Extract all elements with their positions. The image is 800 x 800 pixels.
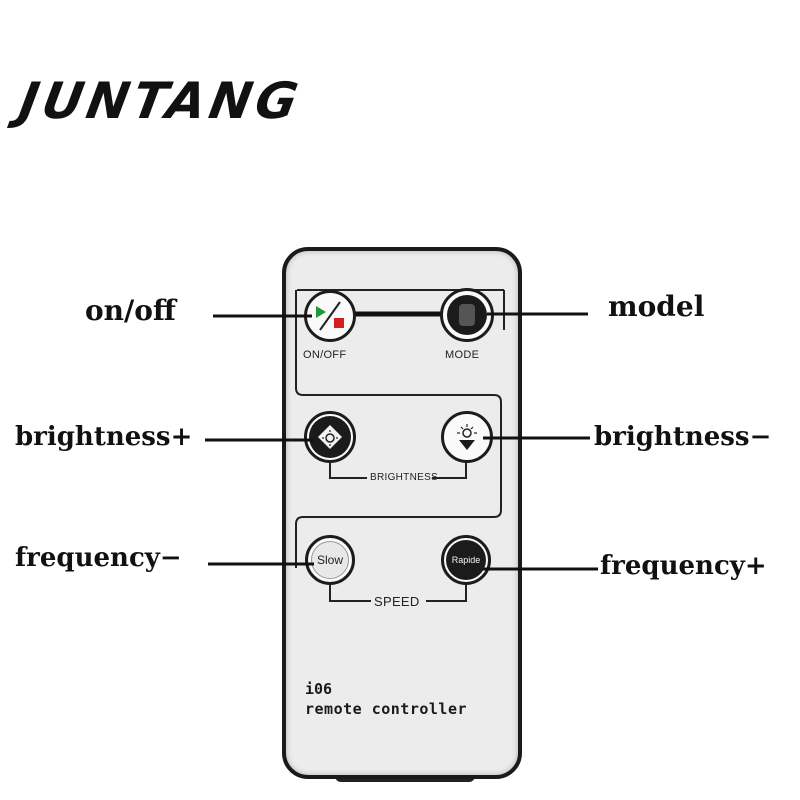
brand-logo: JUNTANG [14,72,306,130]
play-stop-icon [316,301,344,331]
rapide-label: Rapide [451,555,481,565]
on-off-label: ON/OFF [303,349,347,361]
rapide-button[interactable]: Rapide [441,535,491,585]
product-name: remote controller [305,700,468,718]
sun-up-icon [318,425,342,449]
brightness-down-button[interactable] [441,411,493,463]
callout-on-off: on/off [85,294,176,327]
callout-frequency-plus: frequency+ [600,551,767,581]
callout-brightness-minus: brightness− [594,422,772,452]
speed-group-label: SPEED [374,594,420,609]
callout-model: model [608,290,705,323]
dark-square-icon [447,295,487,335]
slow-label: Slow [316,553,343,567]
slow-button[interactable]: Slow [305,535,355,585]
sun-down-icon [457,424,477,450]
callout-brightness-plus: brightness+ [15,422,193,452]
brightness-up-button[interactable] [304,411,356,463]
brightness-group-label: BRIGHTNESS [370,472,439,483]
model-number: i06 [305,680,333,698]
mode-button[interactable] [440,288,494,342]
mode-label: MODE [445,349,480,361]
on-off-button[interactable] [304,290,356,342]
callout-frequency-minus: frequency− [15,543,182,573]
